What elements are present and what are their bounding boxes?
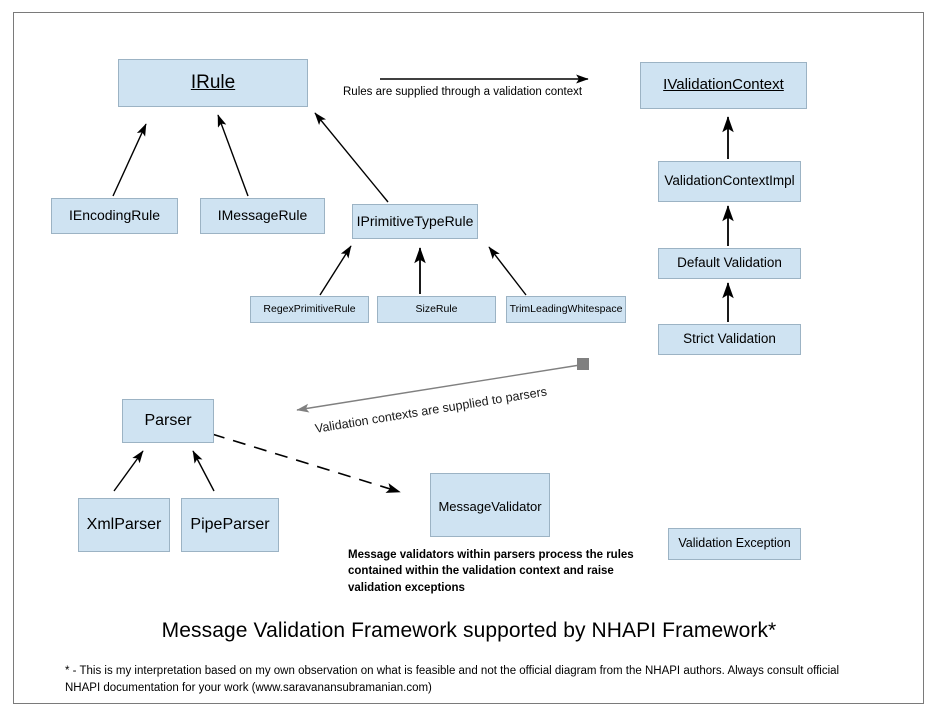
node-defaultvalidation[interactable]: Default Validation xyxy=(658,248,801,279)
node-parser-label: Parser xyxy=(144,412,192,430)
node-strictvalidation-label: Strict Validation xyxy=(683,331,776,347)
node-defaultvalidation-label: Default Validation xyxy=(677,255,782,271)
node-validationexception-label: Validation Exception xyxy=(678,536,791,551)
node-iencodingrule[interactable]: IEncodingRule xyxy=(51,198,178,234)
annotation-rules-supplied: Rules are supplied through a validation … xyxy=(343,86,583,98)
node-ivalidationcontext-label: IValidationContext xyxy=(663,76,784,94)
node-validationexception[interactable]: Validation Exception xyxy=(668,528,801,560)
node-validationcontextimpl-label: ValidationContextImpl xyxy=(664,173,795,189)
diagram-frame-border xyxy=(13,12,924,704)
node-irule-label: IRule xyxy=(190,71,236,93)
node-xmlparser[interactable]: XmlParser xyxy=(78,498,170,552)
node-imessagerule-label: IMessageRule xyxy=(217,207,308,224)
node-xmlparser-label: XmlParser xyxy=(86,516,162,534)
node-strictvalidation[interactable]: Strict Validation xyxy=(658,324,801,355)
node-pipeparser[interactable]: PipeParser xyxy=(181,498,279,552)
node-irule[interactable]: IRule xyxy=(118,59,308,107)
node-imessagerule[interactable]: IMessageRule xyxy=(200,198,325,234)
node-trimleadingwhitespace-label: TrimLeadingWhitespace xyxy=(509,302,623,315)
node-messagevalidator[interactable]: MessageValidator xyxy=(430,473,550,537)
node-iprimitivetyperule[interactable]: IPrimitiveTypeRule xyxy=(352,204,478,239)
diagram-title: Message Validation Framework supported b… xyxy=(161,619,777,642)
node-parser[interactable]: Parser xyxy=(122,399,214,443)
node-iencodingrule-label: IEncodingRule xyxy=(68,207,161,224)
node-trimleadingwhitespace[interactable]: TrimLeadingWhitespace xyxy=(506,296,626,323)
node-sizerule-label: SizeRule xyxy=(415,302,458,315)
node-validationcontextimpl[interactable]: ValidationContextImpl xyxy=(658,161,801,202)
node-pipeparser-label: PipeParser xyxy=(190,516,270,534)
node-sizerule[interactable]: SizeRule xyxy=(377,296,496,323)
diagram-footnote: * - This is my interpretation based on m… xyxy=(65,665,840,694)
node-ivalidationcontext[interactable]: IValidationContext xyxy=(640,62,807,109)
node-regexprimitiverule[interactable]: RegexPrimitiveRule xyxy=(250,296,369,323)
node-messagevalidator-label: MessageValidator xyxy=(438,499,542,514)
annotation-message-validator-note: Message validators within parsers proces… xyxy=(348,549,634,594)
node-regexprimitiverule-label: RegexPrimitiveRule xyxy=(263,302,356,315)
node-iprimitivetyperule-label: IPrimitiveTypeRule xyxy=(356,212,474,229)
